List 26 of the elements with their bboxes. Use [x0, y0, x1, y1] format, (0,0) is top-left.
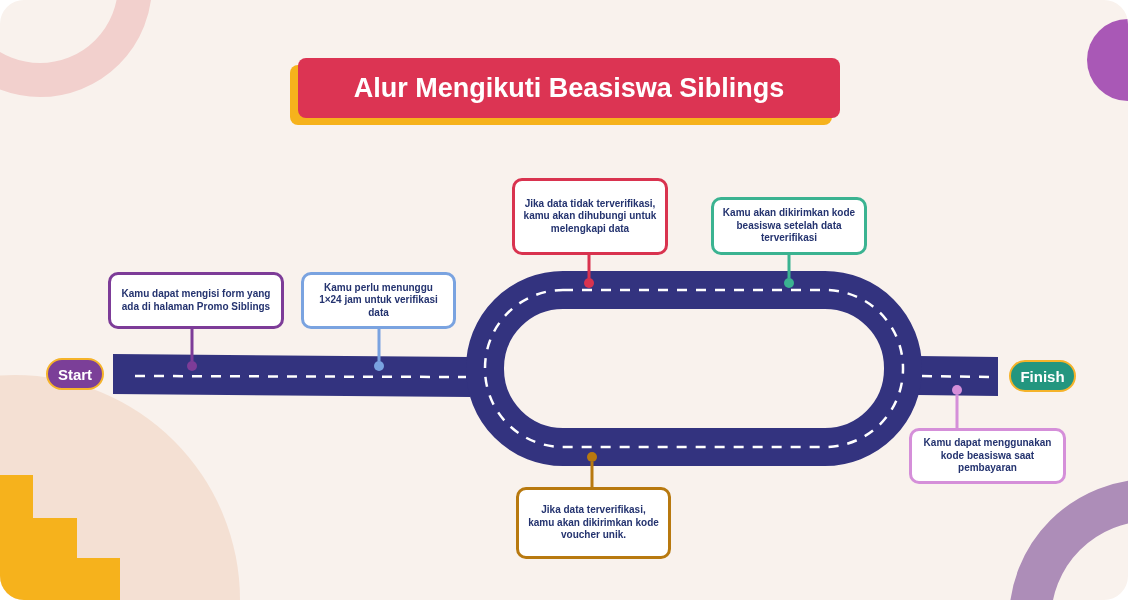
- leader-line: [787, 255, 791, 278]
- connector-dot: [587, 452, 597, 462]
- leader-line: [590, 462, 594, 487]
- connector-dot: [784, 278, 794, 288]
- callout-text: Jika data terverifikasi, kamu akan dikirimkan kode voucher unik.: [527, 504, 660, 542]
- leader-line: [587, 255, 591, 278]
- milestone-label: Start: [46, 358, 104, 390]
- milestone-label: Finish: [1009, 360, 1076, 392]
- leader-line: [955, 395, 959, 428]
- leader-line: [377, 329, 381, 361]
- callout-box: [711, 197, 867, 255]
- connector-dot: [952, 385, 962, 395]
- callout-text: Kamu dapat menggunakan kode beasiswa saat pembayaran: [922, 437, 1053, 475]
- callout-box: [301, 272, 456, 329]
- leader-line: [190, 329, 194, 361]
- callout-box: [108, 272, 284, 329]
- connector-dot: [584, 278, 594, 288]
- callout-box: [512, 178, 668, 255]
- callout-box: [909, 428, 1066, 484]
- callout-text: Jika data tidak terverifikasi, kamu akan dihubungi untuk melengkapi data: [523, 197, 657, 236]
- connector-dot: [187, 361, 197, 371]
- callout-text: Kamu akan dikirimkan kode beasiswa setelah data terverifikasi: [722, 207, 856, 245]
- callout-box: [516, 487, 671, 559]
- connector-dot: [374, 361, 384, 371]
- callout-text: Kamu perlu menunggu 1×24 jam untuk verifikasi data: [318, 281, 439, 320]
- callout-text: Kamu dapat mengisi form yang ada di halaman Promo Siblings: [120, 288, 272, 313]
